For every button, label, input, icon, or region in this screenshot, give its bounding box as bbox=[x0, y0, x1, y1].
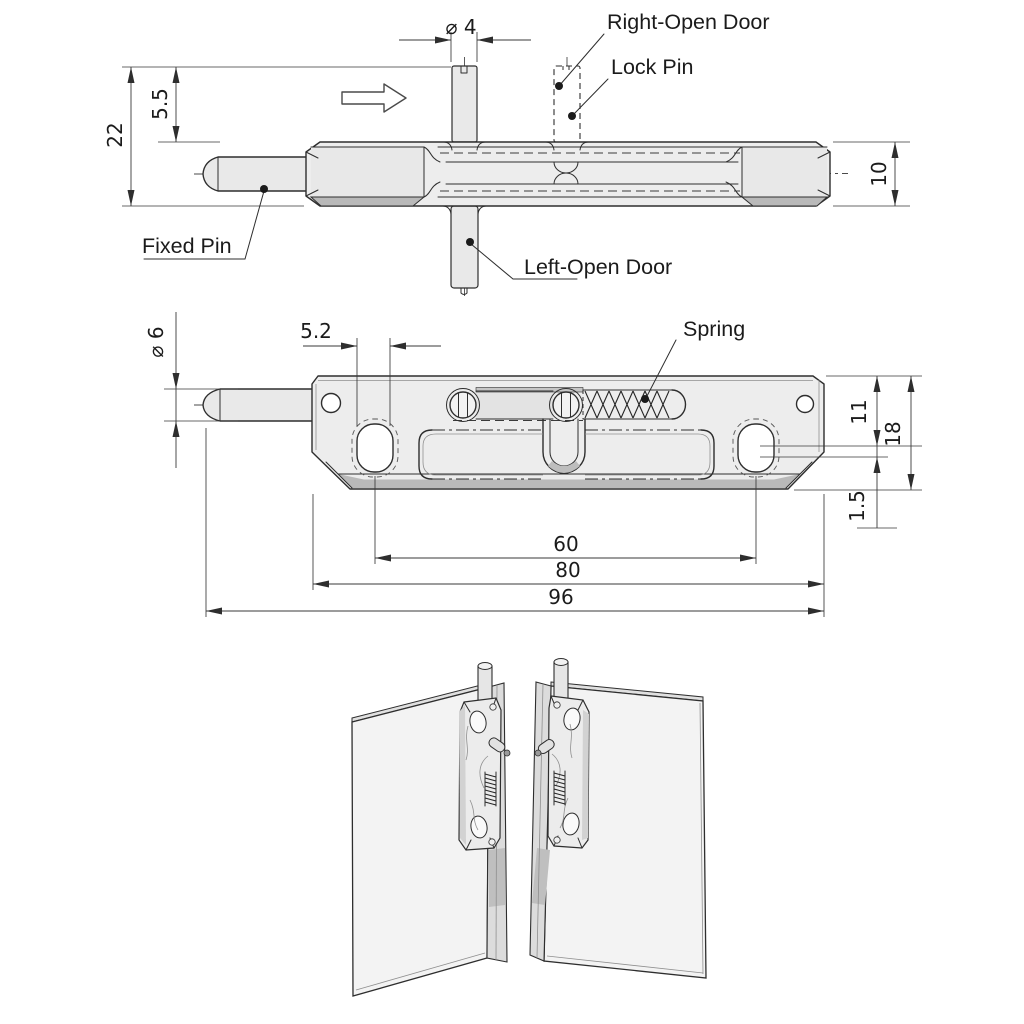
side-view-labels: Right-Open Door Lock Pin Fixed Pin Left-… bbox=[142, 10, 770, 280]
right-latch-pin bbox=[553, 661, 569, 699]
label-lock-pin: Lock Pin bbox=[611, 55, 693, 79]
dim-bolt-diameter: ⌀ 6 bbox=[144, 326, 168, 357]
left-latch-knob bbox=[488, 737, 506, 753]
slide-direction-arrow-icon bbox=[341, 83, 407, 113]
latch-body-side bbox=[305, 141, 831, 215]
left-latch-hole-top bbox=[469, 710, 487, 734]
dim-body-height: 10 bbox=[867, 161, 891, 186]
oblong-holes bbox=[351, 418, 780, 478]
right-latch-hole-top bbox=[563, 707, 581, 731]
right-nut-face bbox=[742, 147, 827, 197]
latch-plate bbox=[311, 375, 825, 490]
label-fixed-pin: Fixed Pin bbox=[142, 234, 232, 258]
corner-hole-left bbox=[320, 392, 342, 414]
dim-slot-width: 5.2 bbox=[300, 319, 332, 343]
plan-view: ⌀ 6 5.2 11 18 1.5 60 80 96 bbox=[144, 312, 922, 617]
screw-2 bbox=[552, 391, 580, 419]
plan-view-labels: Spring bbox=[641, 317, 745, 403]
dim-hole-center-offset: 11 bbox=[847, 399, 871, 424]
slide-pin-down bbox=[450, 205, 479, 295]
screw-1 bbox=[449, 391, 477, 419]
dim-pin-diameter: ⌀ 4 bbox=[445, 15, 476, 39]
label-spring: Spring bbox=[683, 317, 745, 341]
right-nut-chamfer bbox=[740, 196, 829, 207]
right-latch-spring bbox=[553, 770, 566, 806]
right-latch-hole-bottom bbox=[562, 812, 580, 836]
left-latch-spring bbox=[484, 771, 497, 807]
iso-view bbox=[351, 658, 707, 997]
label-right-open-door: Right-Open Door bbox=[607, 10, 770, 34]
left-latch-pin bbox=[477, 665, 493, 701]
left-door bbox=[351, 662, 511, 997]
left-nut-chamfer bbox=[309, 196, 426, 207]
dim-total-length: 96 bbox=[548, 585, 573, 609]
u-slot bbox=[542, 418, 586, 474]
fixed-pin-shape bbox=[202, 156, 313, 192]
dim-plate-width: 18 bbox=[881, 421, 905, 446]
right-latch bbox=[534, 658, 590, 849]
side-view-dimensions: ⌀ 4 22 5.5 10 bbox=[103, 15, 910, 207]
slide-pin-up bbox=[451, 65, 478, 143]
rod-and-screws bbox=[446, 387, 584, 422]
screw-boss-1 bbox=[446, 388, 480, 422]
dim-edge-offset: 1.5 bbox=[845, 490, 869, 522]
dim-plate-length: 80 bbox=[555, 558, 580, 582]
left-latch bbox=[458, 662, 511, 851]
plate-bottom-bevel bbox=[326, 462, 812, 488]
side-view: ⌀ 4 22 5.5 10 Right-Open Door Lock Pin F… bbox=[103, 10, 910, 296]
corner-hole-right bbox=[795, 394, 815, 414]
label-left-open-door: Left-Open Door bbox=[524, 255, 672, 279]
right-door bbox=[529, 658, 707, 979]
dim-total-height: 22 bbox=[103, 122, 127, 147]
dim-hole-spacing: 60 bbox=[553, 532, 578, 556]
left-nut-face bbox=[311, 147, 424, 197]
cutout-lobes bbox=[418, 429, 715, 480]
plan-view-dimensions: ⌀ 6 5.2 11 18 1.5 60 80 96 bbox=[144, 312, 922, 617]
dim-pin-offset: 5.5 bbox=[148, 88, 172, 120]
spring-coil bbox=[582, 389, 687, 420]
